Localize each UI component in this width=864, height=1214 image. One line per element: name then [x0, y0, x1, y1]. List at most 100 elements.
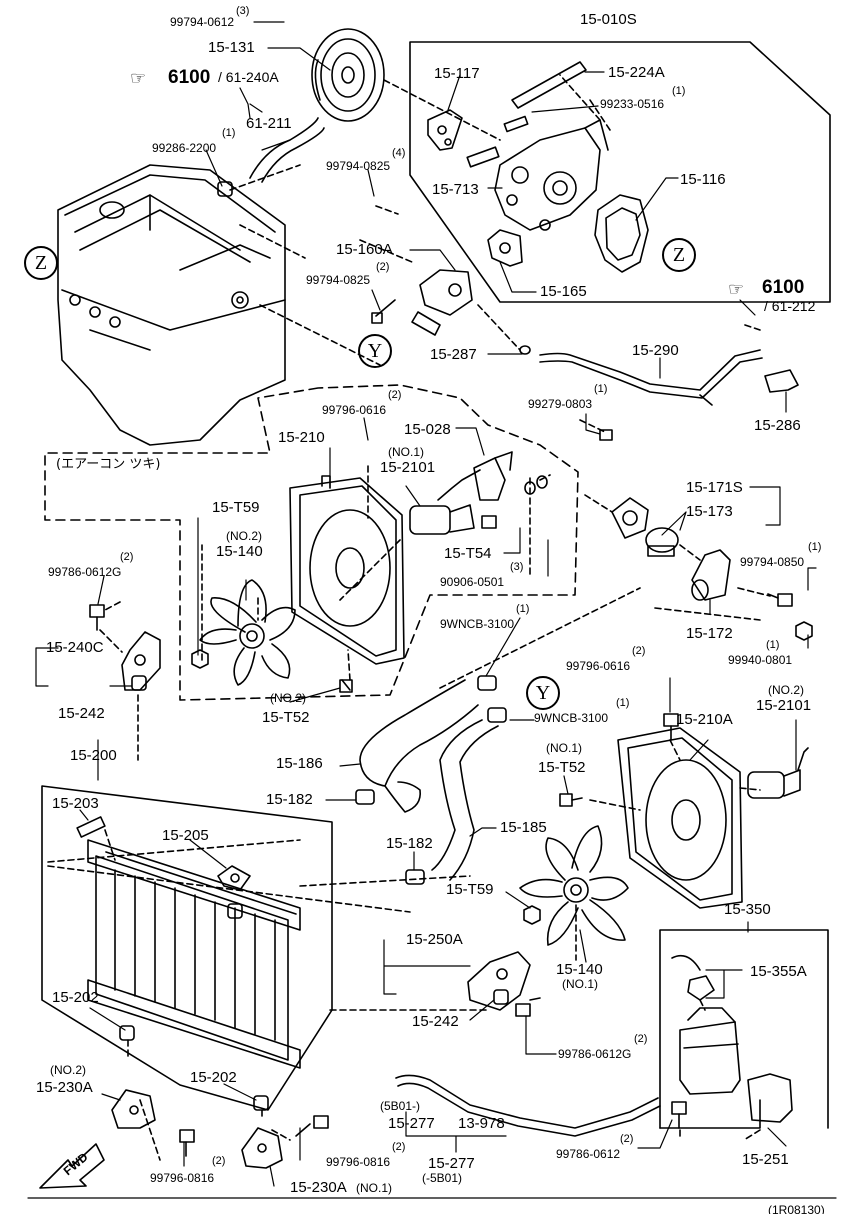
part-15-116[interactable]: 15-116	[680, 171, 726, 188]
part-15-200[interactable]: 15-200	[70, 747, 117, 764]
part-15-028[interactable]: 15-028	[404, 421, 451, 438]
part-15-202-a[interactable]: 15-202	[52, 989, 99, 1006]
part-15-T59-a[interactable]: 15-T59	[212, 499, 260, 516]
part-15-140-a[interactable]: 15-140	[216, 543, 263, 560]
part-15-350[interactable]: 15-350	[724, 901, 771, 918]
catalog-number: (1R08130)	[768, 1203, 825, 1214]
part-13-978[interactable]: 13-978	[458, 1115, 505, 1132]
part-99940-0801[interactable]: 99940-0801	[728, 653, 793, 667]
part-15-250A[interactable]: 15-250A	[406, 931, 463, 948]
part-9WNCB-3100-b[interactable]: 9WNCB-3100	[534, 711, 609, 725]
part-15-010S[interactable]: 15-010S	[580, 11, 637, 28]
part-15-172[interactable]: 15-172	[686, 625, 733, 642]
part-15-185[interactable]: 15-185	[500, 819, 547, 836]
part-15-2101-a[interactable]: 15-2101	[380, 459, 436, 476]
part-15-224A[interactable]: 15-224A	[608, 64, 665, 81]
cap-15-205	[217, 865, 251, 891]
part-15-210[interactable]: 15-210	[278, 429, 325, 446]
clamp-15-182-b	[405, 869, 425, 885]
part-99786-0612G-b[interactable]: 99786-0612G	[558, 1047, 632, 1061]
part-15-173[interactable]: 15-173	[686, 503, 733, 520]
part-15-210A[interactable]: 15-210A	[676, 711, 733, 728]
qty-99794-0825a: (4)	[392, 147, 406, 159]
ref-61-240A[interactable]: / 61-240A	[218, 69, 279, 85]
qty-99794-0612-top: (3)	[236, 5, 250, 17]
ref-circle-y-b[interactable]: Y	[526, 676, 560, 710]
part-15-T52-b[interactable]: 15-T52	[538, 759, 586, 776]
qty-99786-0612: (2)	[620, 1133, 634, 1145]
part-15-T52-a[interactable]: 15-T52	[262, 709, 310, 726]
part-15-230A-b[interactable]: 15-230A	[290, 1179, 347, 1196]
engine-dash-lines	[229, 164, 381, 366]
part-99796-0816-a[interactable]: 99796-0816	[150, 1171, 215, 1185]
part-99279-0803[interactable]: 99279-0803	[528, 397, 593, 411]
part-15-165[interactable]: 15-165	[540, 283, 587, 300]
qty-99796-0616b: (2)	[632, 645, 646, 657]
bracket-15-286	[764, 369, 799, 393]
thermostat-15-173	[645, 527, 679, 557]
part-99796-0616-b[interactable]: 99796-0616	[566, 659, 631, 673]
part-15-230A-a[interactable]: 15-230A	[36, 1079, 93, 1096]
ref-circle-z-left[interactable]: Z	[24, 246, 58, 280]
part-15-140-b[interactable]: 15-140	[556, 961, 603, 978]
part-99794-0825-a[interactable]: 99794-0825	[326, 159, 391, 173]
part-9WNCB-3100-a[interactable]: 9WNCB-3100	[440, 617, 515, 631]
qty-99794-0850: (1)	[808, 541, 822, 553]
part-15-277-a[interactable]: 15-277	[388, 1115, 435, 1132]
part-15-251[interactable]: 15-251	[742, 1151, 789, 1168]
qty-99794-0825b: (2)	[376, 261, 390, 273]
ref-6100-b[interactable]: 6100	[762, 277, 805, 298]
part-15-160A[interactable]: 15-160A	[336, 241, 393, 258]
bolt-99279-0803	[599, 429, 613, 441]
part-15-713[interactable]: 15-713	[432, 181, 479, 198]
ref-circle-z-right[interactable]: Z	[662, 238, 696, 272]
part-15-T59-b[interactable]: 15-T59	[446, 881, 494, 898]
ref-6100-a[interactable]: 6100	[168, 67, 211, 88]
part-15-242-a[interactable]: 15-242	[58, 705, 105, 722]
part-99794-0825-b[interactable]: 99794-0825	[306, 273, 371, 287]
overflow-hose-15-277	[395, 1074, 661, 1137]
part-99796-0816-b[interactable]: 99796-0816	[326, 1155, 391, 1169]
part-99786-0612[interactable]: 99786-0612	[556, 1147, 621, 1161]
part-15-205[interactable]: 15-205	[162, 827, 209, 844]
part-15-242-b[interactable]: 15-242	[412, 1013, 459, 1030]
grommet-15-202-a	[119, 1025, 135, 1041]
part-99794-0612-top[interactable]: 99794-0612	[170, 15, 235, 29]
thermostat-housing	[411, 269, 473, 336]
part-99233-0516[interactable]: 99233-0516	[600, 97, 665, 111]
part-15-355A[interactable]: 15-355A	[750, 963, 807, 980]
grommet-15-202-b	[253, 1095, 269, 1111]
part-61-211[interactable]: 61-211	[246, 115, 292, 132]
part-15-117[interactable]: 15-117	[434, 65, 480, 82]
no-15-T52-a: (NO.2)	[270, 691, 306, 705]
part-15-277-b[interactable]: 15-277	[428, 1155, 475, 1172]
bolt-15-T52-b	[559, 793, 583, 807]
part-99794-0850[interactable]: 99794-0850	[740, 555, 805, 569]
part-15-131[interactable]: 15-131	[208, 39, 255, 56]
part-15-171S[interactable]: 15-171S	[686, 479, 743, 496]
part-15-290[interactable]: 15-290	[632, 342, 679, 359]
pump-dash-lines	[383, 74, 611, 141]
part-99786-0612G-a[interactable]: 99786-0612G	[48, 565, 122, 579]
part-15-202-b[interactable]: 15-202	[190, 1069, 237, 1086]
ref-61-212[interactable]: / 61-212	[764, 298, 816, 314]
part-15-286[interactable]: 15-286	[754, 417, 801, 434]
part-15-182-b[interactable]: 15-182	[386, 835, 433, 852]
part-99286-2200[interactable]: 99286-2200	[152, 141, 217, 155]
part-15-T54[interactable]: 15-T54	[444, 545, 492, 562]
relay-15-028	[473, 451, 513, 501]
part-90906-0501[interactable]: 90906-0501	[440, 575, 505, 589]
ref-circle-y-a[interactable]: Y	[358, 334, 392, 368]
right-fan-dash	[575, 739, 761, 961]
part-15-182-a[interactable]: 15-182	[266, 791, 313, 808]
no-15-2101-b: (NO.2)	[768, 683, 804, 697]
part-15-287[interactable]: 15-287	[430, 346, 477, 363]
part-15-186[interactable]: 15-186	[276, 755, 323, 772]
fan-shroud-15-210A	[617, 727, 743, 909]
part-15-203[interactable]: 15-203	[52, 795, 99, 812]
part-15-240C[interactable]: 15-240C	[46, 639, 104, 656]
part-15-2101-b[interactable]: 15-2101	[756, 697, 812, 714]
part-99796-0616-a[interactable]: 99796-0616	[322, 403, 387, 417]
water-pump	[494, 119, 609, 231]
